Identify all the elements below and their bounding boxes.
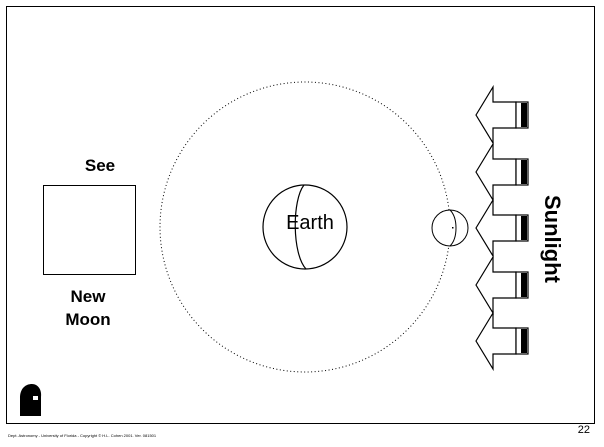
arrow-left-icon [475, 254, 529, 316]
footer-copyright: Dept. Astronomy - University of Florida … [8, 433, 157, 438]
page-number: 22 [577, 424, 590, 436]
earth-icon [262, 184, 348, 270]
sunlight-arrows [475, 84, 529, 372]
see-label: See [84, 156, 116, 175]
sunlight-label: Sunlight [540, 195, 565, 283]
arrow-left-icon [475, 141, 529, 203]
moon-appearance-box [43, 185, 136, 275]
arrow-left-icon [475, 197, 529, 259]
phase-label-line2: Moon [65, 310, 111, 329]
arrow-left-icon [475, 84, 529, 146]
arrow-left-icon [475, 310, 529, 372]
phase-label-line1: New [70, 287, 106, 306]
slide-frame [6, 6, 595, 424]
head-silhouette-icon [20, 384, 42, 416]
moon-icon [431, 209, 469, 247]
phase-label: New Moon [50, 285, 126, 331]
earth-label: Earth [286, 212, 334, 234]
